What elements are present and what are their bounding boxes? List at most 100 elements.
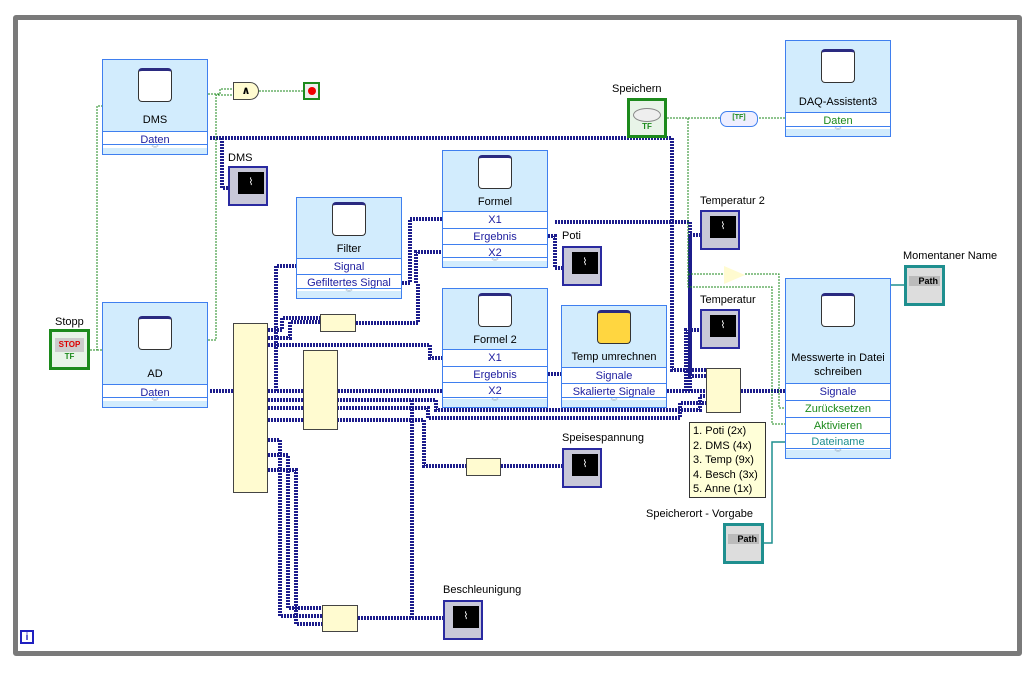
stop-icon [308, 87, 316, 95]
terminal-daten[interactable]: Daten [103, 131, 207, 148]
terminal-signal[interactable]: Signal [297, 258, 401, 275]
expand-chevron-icon[interactable]: ︾ [786, 448, 890, 458]
comment-line: 1. Poti (2x) [693, 425, 747, 437]
merge-signals-node[interactable] [706, 368, 741, 413]
speicherort-label: Speicherort - Vorgabe [646, 508, 754, 520]
wire-split-b [268, 320, 322, 340]
terminal-signale[interactable]: Signale [562, 367, 666, 384]
wire-ad-and [208, 94, 234, 341]
terminal-x1[interactable]: X1 [443, 349, 547, 366]
wire-split-besch3 [268, 468, 324, 626]
graph-label-speisespannung: Speisespannung [562, 432, 644, 444]
convert-to-dynamic-data[interactable]: [TF] [720, 111, 758, 127]
vi-title: AD [147, 368, 163, 380]
terminal-ergebnis[interactable]: Ergebnis [443, 366, 547, 383]
vi-title: Messwerte in Datei schreiben [791, 352, 885, 378]
graph-label-temperatur: Temperatur [700, 294, 756, 306]
iteration-terminal-icon: i [20, 630, 34, 644]
comment-line: 3. Temp (9x) [693, 454, 754, 466]
path-text: Path [728, 534, 759, 544]
formula-calculator-icon [478, 155, 512, 189]
write-file-icon [821, 293, 855, 327]
tf-label: TF [64, 352, 75, 361]
expand-chevron-icon[interactable]: ︾ [562, 397, 666, 407]
filter-icon [332, 202, 366, 236]
stop-condition-terminal[interactable] [303, 82, 320, 100]
and-function[interactable]: ∧ [233, 82, 259, 100]
terminal-x2[interactable]: X2 [443, 244, 547, 261]
merge-signals-node[interactable] [322, 605, 358, 632]
wire-dms-and [208, 88, 234, 95]
express-vi-temp-umrechnen[interactable]: Temp umrechnen Signale Skalierte Signale… [561, 305, 667, 408]
wire-stop [90, 105, 104, 351]
terminal-zuruecksetzen[interactable]: Zurücksetzen [786, 400, 890, 417]
wire-formel-ergebnis [548, 234, 564, 270]
expand-chevron-icon[interactable]: ︾ [443, 397, 547, 407]
merge-signals-node[interactable] [320, 314, 356, 332]
express-vi-ad[interactable]: AD Daten ︾ [102, 302, 208, 408]
wire-split-besch1 [268, 438, 324, 618]
graph-label-beschleunigung: Beschleunigung [443, 584, 522, 596]
graph-indicator-temperatur-2[interactable]: ⌇ [700, 210, 740, 250]
graph-label-temperatur-2: Temperatur 2 [700, 195, 765, 207]
momentaner-name-indicator[interactable]: Path [904, 265, 945, 306]
graph-indicator-beschleunigung[interactable]: ⌇ [443, 600, 483, 640]
comment-line: 4. Besch (3x) [693, 468, 758, 481]
stopp-button-terminal[interactable]: STOP TF [49, 329, 90, 370]
express-vi-filter[interactable]: Filter Signal Gefiltertes Signal ︾ [296, 197, 402, 299]
wire-split-e [268, 401, 706, 420]
speicherort-control[interactable]: Path [723, 523, 764, 564]
wire-merge-formel [356, 283, 420, 325]
formula-calculator-icon [478, 293, 512, 327]
express-vi-formel[interactable]: Formel X1 Ergebnis X2 ︾ [442, 150, 548, 268]
graph-label-dms: DMS [228, 152, 253, 164]
wire-filter-formel-x2 [414, 250, 444, 283]
terminal-skalierte-signale[interactable]: Skalierte Signale [562, 383, 666, 400]
terminal-daten[interactable]: Daten [786, 112, 890, 129]
split-signals-node[interactable] [233, 323, 268, 493]
terminal-ergebnis[interactable]: Ergebnis [443, 228, 547, 245]
express-vi-dms[interactable]: DMS Daten ︾ [102, 59, 208, 155]
vi-title: Temp umrechnen [571, 351, 657, 363]
wire-filter-in [274, 264, 298, 391]
merge-signals-node[interactable] [303, 350, 338, 430]
expand-chevron-icon[interactable]: ︾ [443, 257, 547, 267]
wire-split-a [268, 316, 322, 332]
express-vi-daq-assistent3[interactable]: DAQ-Assistent3 Daten ︾ [785, 40, 891, 137]
terminal-gefiltertes-signal[interactable]: Gefiltertes Signal [297, 274, 401, 291]
tf-label: TF [642, 122, 652, 131]
daq-assistant-icon [138, 68, 172, 102]
merge-signals-node[interactable] [466, 458, 501, 476]
terminal-aktivieren[interactable]: Aktivieren [786, 417, 890, 434]
speichern-label: Speichern [612, 83, 662, 95]
expand-chevron-icon[interactable]: ︾ [103, 397, 207, 407]
daq-assistant-icon [821, 49, 855, 83]
graph-indicator-temperatur[interactable]: ⌇ [700, 309, 740, 349]
terminal-signale[interactable]: Signale [786, 383, 890, 400]
terminal-x1[interactable]: X1 [443, 211, 547, 228]
terminal-dateiname[interactable]: Dateiname [786, 433, 890, 450]
express-vi-formel-2[interactable]: Formel 2 X1 Ergebnis X2 ︾ [442, 288, 548, 408]
express-vi-messwerte-schreiben[interactable]: Messwerte in Datei schreiben Signale Zur… [785, 278, 891, 459]
wire-split-c [268, 343, 444, 360]
speichern-button-terminal[interactable]: TF [627, 98, 667, 138]
graph-indicator-poti[interactable]: ⌇ [562, 246, 602, 286]
vi-title: Formel [477, 196, 513, 208]
scale-icon [597, 310, 631, 344]
momentaner-name-label: Momentaner Name [903, 250, 998, 262]
graph-indicator-speisespannung[interactable]: ⌇ [562, 448, 602, 488]
wire-enable [687, 274, 787, 425]
graph-indicator-dms[interactable]: ⌇ [228, 166, 268, 206]
expand-chevron-icon[interactable]: ︾ [297, 288, 401, 298]
wire-not-reset [745, 273, 787, 409]
expand-chevron-icon[interactable]: ︾ [103, 144, 207, 154]
stopp-label: Stopp [55, 316, 84, 328]
terminal-daten[interactable]: Daten [103, 384, 207, 401]
vi-title: DAQ-Assistent3 [798, 96, 878, 108]
wire-temp-graph2 [684, 328, 702, 391]
expand-chevron-icon[interactable]: ︾ [786, 126, 890, 136]
not-function[interactable] [724, 266, 745, 284]
graph-label-poti: Poti [562, 230, 581, 242]
terminal-x2[interactable]: X2 [443, 382, 547, 399]
